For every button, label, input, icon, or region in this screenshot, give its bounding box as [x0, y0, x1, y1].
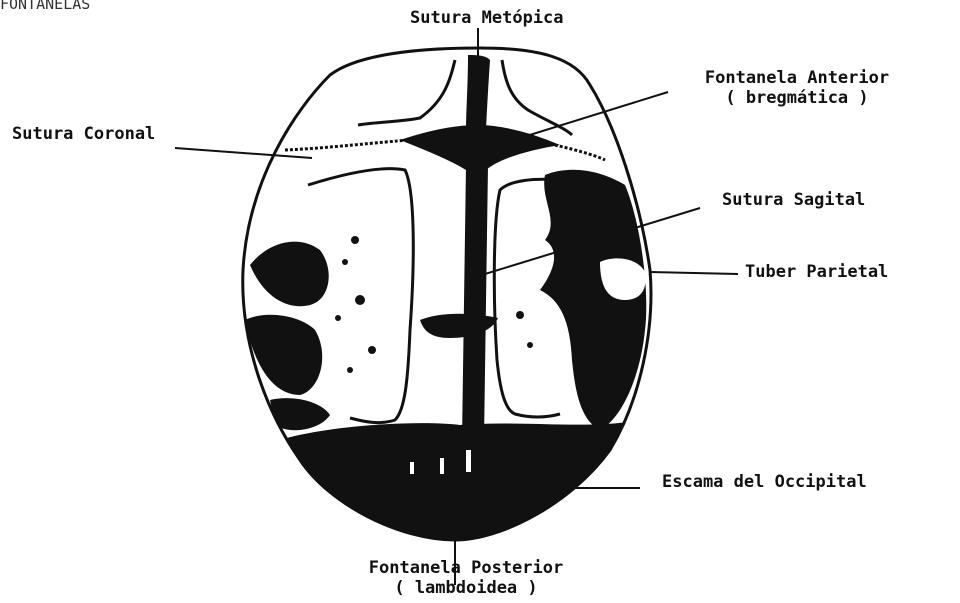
label-escama-occipital: Escama del Occipital — [662, 472, 867, 492]
label-fontanela-posterior: Fontanela Posterior ( lambdoidea ) — [316, 558, 616, 598]
metopic-suture — [466, 55, 490, 130]
sagittal-suture — [462, 165, 488, 440]
label-tuber-parietal: Tuber Parietal — [745, 262, 888, 282]
label-sutura-sagital: Sutura Sagital — [722, 190, 865, 210]
leader-tuber — [650, 272, 738, 274]
label-fontanela-posterior-line2: ( lambdoidea ) — [316, 578, 616, 598]
label-fontanela-anterior: Fontanela Anterior ( bregmática ) — [662, 68, 932, 108]
label-sutura-coronal: Sutura Coronal — [12, 124, 155, 144]
page-title: FONTANELAS — [0, 0, 90, 14]
label-fontanela-anterior-line2: ( bregmática ) — [662, 88, 932, 108]
label-fontanela-posterior-line1: Fontanela Posterior — [316, 558, 616, 578]
left-parietal-shading-lower — [245, 315, 322, 395]
occipital-scale — [260, 420, 640, 560]
label-fontanela-anterior-line1: Fontanela Anterior — [662, 68, 932, 88]
label-sutura-metopica: Sutura Metópica — [410, 8, 564, 28]
